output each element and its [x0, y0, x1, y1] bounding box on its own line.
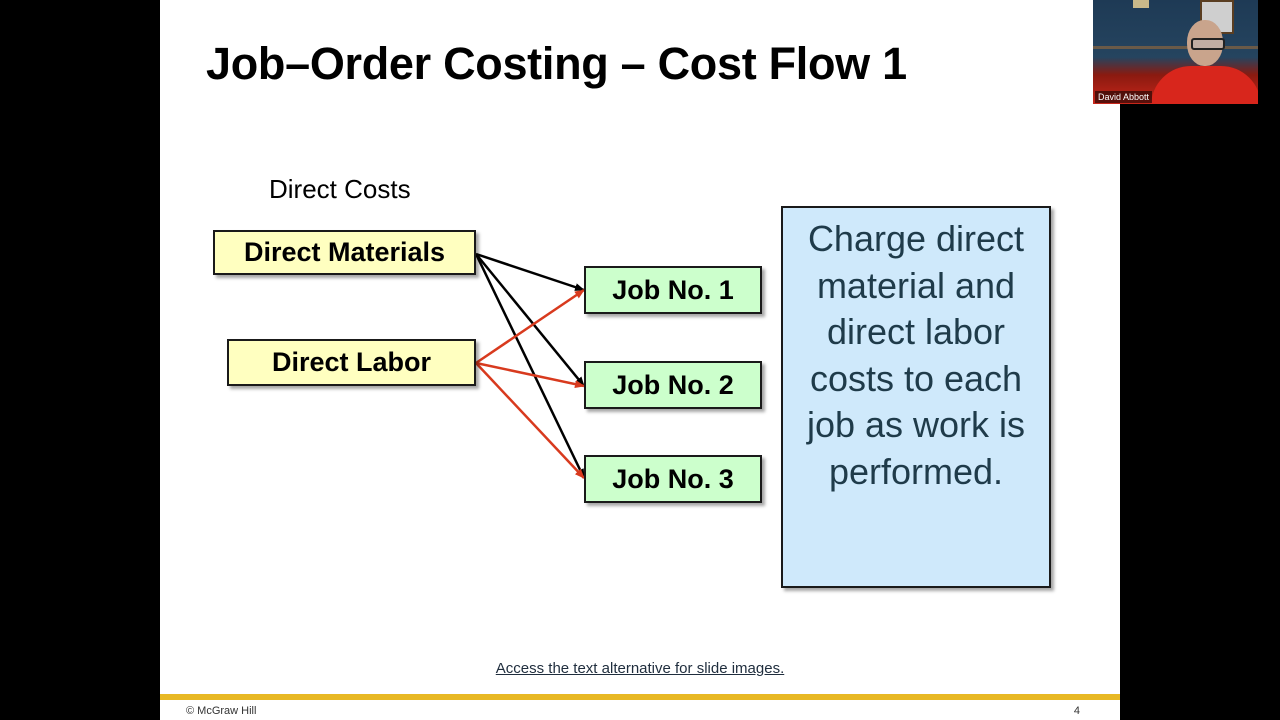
alt-text-link[interactable]: Access the text alternative for slide im…	[495, 660, 785, 677]
page-number: 4	[1073, 705, 1080, 717]
explanation-line: material and	[816, 264, 1016, 306]
direct-costs-label: Direct Costs	[269, 174, 411, 204]
explanation-box: Charge direct material and direct labor …	[781, 206, 1051, 588]
copyright-text: © McGraw Hill	[186, 705, 257, 717]
explanation-line: performed.	[828, 450, 1004, 492]
participant-video-thumbnail[interactable]: David Abbott	[1093, 0, 1258, 104]
wall-decor	[1133, 0, 1149, 8]
shelf	[1093, 46, 1258, 49]
materials-arrows	[474, 252, 586, 479]
slide-title: Job–Order Costing – Cost Flow 1	[206, 38, 907, 89]
explanation-line: direct labor	[826, 311, 1006, 352]
labor-arrows	[475, 288, 585, 479]
explanation-line: costs to each	[809, 357, 1023, 399]
participant-name-label: David Abbott	[1095, 91, 1153, 103]
participant-head	[1187, 20, 1223, 66]
job-3-box: Job No. 3	[584, 455, 762, 503]
job-1-box: Job No. 1	[584, 266, 762, 314]
presentation-slide: Job–Order Costing – Cost Flow 1 Direct C…	[160, 0, 1120, 720]
explanation-line: Charge direct	[807, 218, 1025, 259]
direct-materials-box: Direct Materials	[213, 230, 476, 275]
job-2-box: Job No. 2	[584, 361, 762, 409]
alt-text-link-container: Access the text alternative for slide im…	[160, 660, 1120, 677]
footer-divider	[160, 694, 1120, 700]
glasses	[1191, 38, 1225, 50]
direct-labor-box: Direct Labor	[227, 339, 476, 386]
explanation-line: job as work is	[806, 404, 1026, 445]
participant-body	[1151, 66, 1258, 104]
